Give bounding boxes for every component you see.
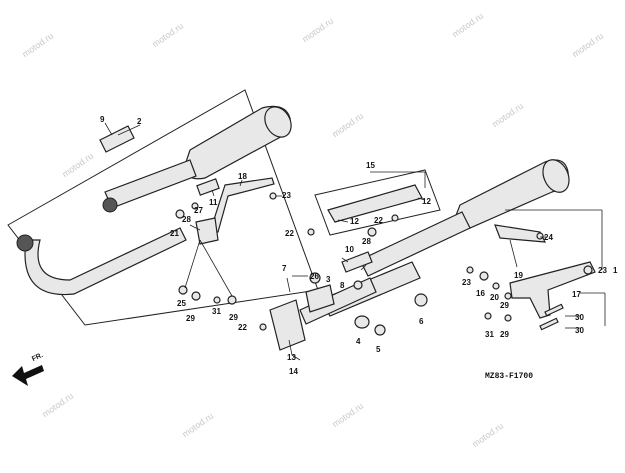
- callout: 1: [613, 266, 618, 275]
- stay-21: [195, 217, 219, 245]
- washer-16: [479, 271, 489, 281]
- bolt-23-mid: [466, 266, 474, 274]
- callout: 12: [350, 217, 359, 226]
- clamp-13: [269, 299, 306, 351]
- callout: 16: [476, 289, 485, 298]
- washer-29-b: [227, 295, 237, 305]
- bolt-30-a: [544, 303, 564, 317]
- callout: 21: [170, 229, 179, 238]
- callout: 22: [285, 229, 294, 238]
- bolt-22-upper: [307, 228, 315, 236]
- washer-20: [492, 282, 500, 290]
- callout: 2: [137, 117, 142, 126]
- bolt-22-lower: [259, 323, 267, 331]
- nut-29-right-b: [504, 314, 512, 322]
- bolt-31-left: [213, 296, 221, 304]
- callout: 8: [340, 281, 345, 290]
- joint-collar-3: [305, 284, 335, 313]
- callout: 22: [374, 216, 383, 225]
- leader-lines: [104, 122, 606, 361]
- nut-28-right: [367, 227, 377, 237]
- front-direction-arrow: [12, 365, 44, 386]
- callout: 30: [575, 326, 584, 335]
- bolt-23-right: [583, 265, 593, 275]
- callout-labels: 1 2 3 4 5 6 7 8 9 10 11 12 12 13 14 15 1…: [100, 115, 618, 376]
- callout: 12: [422, 197, 431, 206]
- callout: 11: [209, 198, 218, 207]
- callout: 22: [238, 323, 247, 332]
- callout: 6: [419, 317, 424, 326]
- right-muffler: [299, 159, 570, 325]
- nut-28-left: [175, 209, 185, 219]
- clamp-11: [196, 178, 220, 196]
- callout: 23: [598, 266, 607, 275]
- protector-10: [341, 251, 373, 273]
- callout: 20: [490, 293, 499, 302]
- callout: 15: [366, 161, 375, 170]
- washer-24: [536, 232, 544, 240]
- callout: 5: [376, 345, 381, 354]
- gasket-26: [309, 272, 321, 284]
- washer-27: [191, 202, 199, 210]
- stay-17: [509, 261, 596, 319]
- callout: 23: [462, 278, 471, 287]
- gasket-4: [354, 315, 370, 329]
- bolt-23-left: [269, 192, 277, 200]
- callout: 31: [212, 307, 221, 316]
- callout: 9: [100, 115, 105, 124]
- heat-shield-9: [99, 125, 135, 153]
- callout: 14: [289, 367, 298, 376]
- stud-7: [286, 277, 291, 293]
- callout: 3: [326, 275, 331, 284]
- nut-29-right-a: [504, 292, 512, 300]
- callout: 4: [356, 337, 361, 346]
- callout: 26: [310, 272, 319, 281]
- callout: 29: [186, 314, 195, 323]
- bolt-22-right: [391, 214, 399, 222]
- callout: 28: [362, 237, 371, 246]
- callout: 17: [572, 290, 581, 299]
- callout: 23: [282, 191, 291, 200]
- drawing-code: MZ83-F1700: [485, 372, 534, 381]
- bolt-30-b: [539, 317, 559, 331]
- bolt-31-right: [484, 312, 492, 320]
- callout: 13: [287, 353, 296, 362]
- bracket-19: [494, 224, 547, 243]
- bracket-18: [209, 177, 275, 233]
- callout: 30: [575, 313, 584, 322]
- callout: 29: [229, 313, 238, 322]
- nut-25: [178, 285, 188, 295]
- left-muffler: [16, 105, 292, 296]
- bolt-8: [353, 280, 363, 290]
- callout: 18: [238, 172, 247, 181]
- nut-5: [374, 324, 386, 336]
- washer-29-a: [191, 291, 201, 301]
- callout: 31: [485, 330, 494, 339]
- part-15-box: [314, 169, 441, 236]
- grommet-6: [414, 293, 428, 307]
- callout: 29: [500, 301, 509, 310]
- callout: 10: [345, 245, 354, 254]
- callout: 24: [544, 233, 553, 242]
- callout: 7: [282, 264, 287, 273]
- callout: 27: [194, 206, 203, 215]
- callout: 29: [500, 330, 509, 339]
- callout: 25: [177, 299, 186, 308]
- heat-shield-15: [327, 184, 423, 223]
- callout: 19: [514, 271, 523, 280]
- callout: 28: [182, 215, 191, 224]
